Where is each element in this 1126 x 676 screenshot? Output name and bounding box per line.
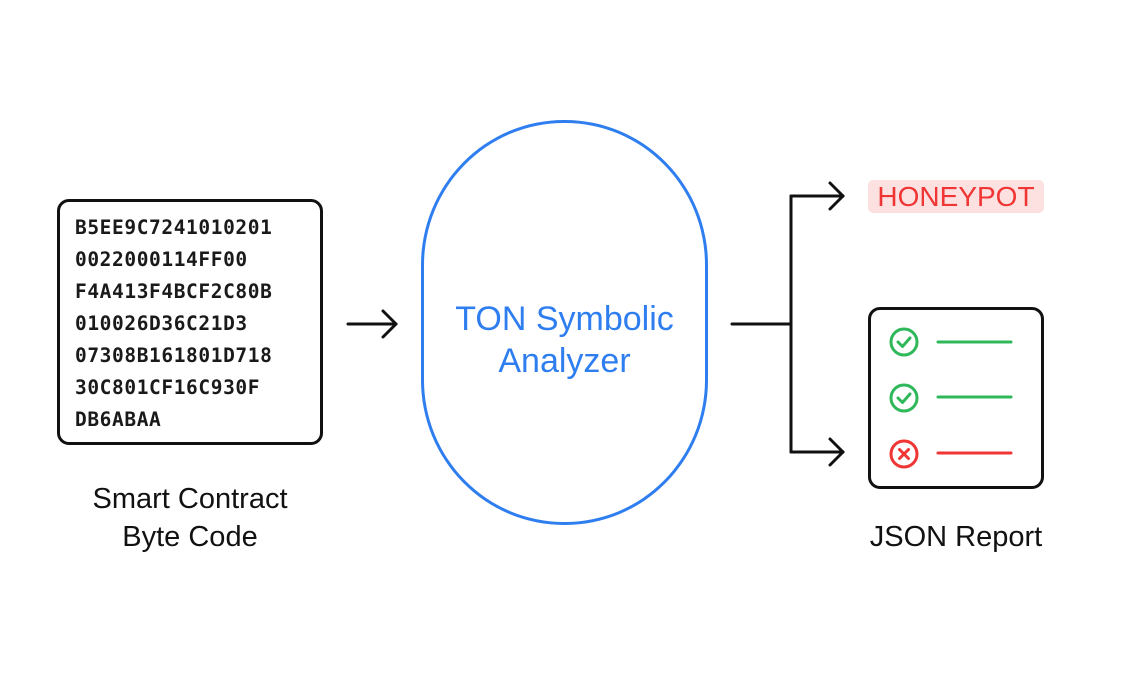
- bytecode-box: B5EE9C7241010201 0022000114FF00 F4A413F4…: [57, 199, 323, 445]
- bytecode-line: 0022000114FF00: [75, 248, 248, 271]
- bytecode-caption-line2: Byte Code: [122, 521, 258, 553]
- report-checklist: [889, 327, 1013, 469]
- bytecode-line: 30C801CF16C930F: [75, 376, 261, 399]
- honeypot-arrow-head: [828, 181, 845, 211]
- json-report-caption: JSON Report: [869, 521, 1043, 553]
- analyzer-node: TON Symbolic Analyzer: [421, 120, 708, 525]
- x-circle-icon: [889, 439, 919, 469]
- bytecode-line: B5EE9C7241010201: [75, 216, 273, 239]
- bytecode-text: B5EE9C7241010201 0022000114FF00 F4A413F4…: [75, 212, 272, 436]
- check-circle-icon: [889, 327, 919, 357]
- bytecode-line: F4A413F4BCF2C80B: [75, 280, 273, 303]
- honeypot-badge: HONEYPOT: [868, 180, 1044, 213]
- json-report-card: [868, 307, 1044, 489]
- report-arrow-head: [828, 437, 845, 467]
- bytecode-caption: Smart Contract Byte Code: [40, 480, 340, 556]
- bytecode-caption-line1: Smart Contract: [92, 483, 288, 515]
- bytecode-line: 07308B161801D718: [75, 344, 273, 367]
- analyzer-title-line2: Analyzer: [498, 342, 631, 380]
- input-arrow-head: [381, 309, 398, 339]
- bytecode-line: 010026D36C21D3: [75, 312, 248, 335]
- analyzer-title: TON Symbolic Analyzer: [424, 298, 705, 382]
- bytecode-line: DB6ABAA: [75, 408, 162, 431]
- analyzer-title-line1: TON Symbolic: [455, 300, 674, 338]
- check-circle-icon: [889, 383, 919, 413]
